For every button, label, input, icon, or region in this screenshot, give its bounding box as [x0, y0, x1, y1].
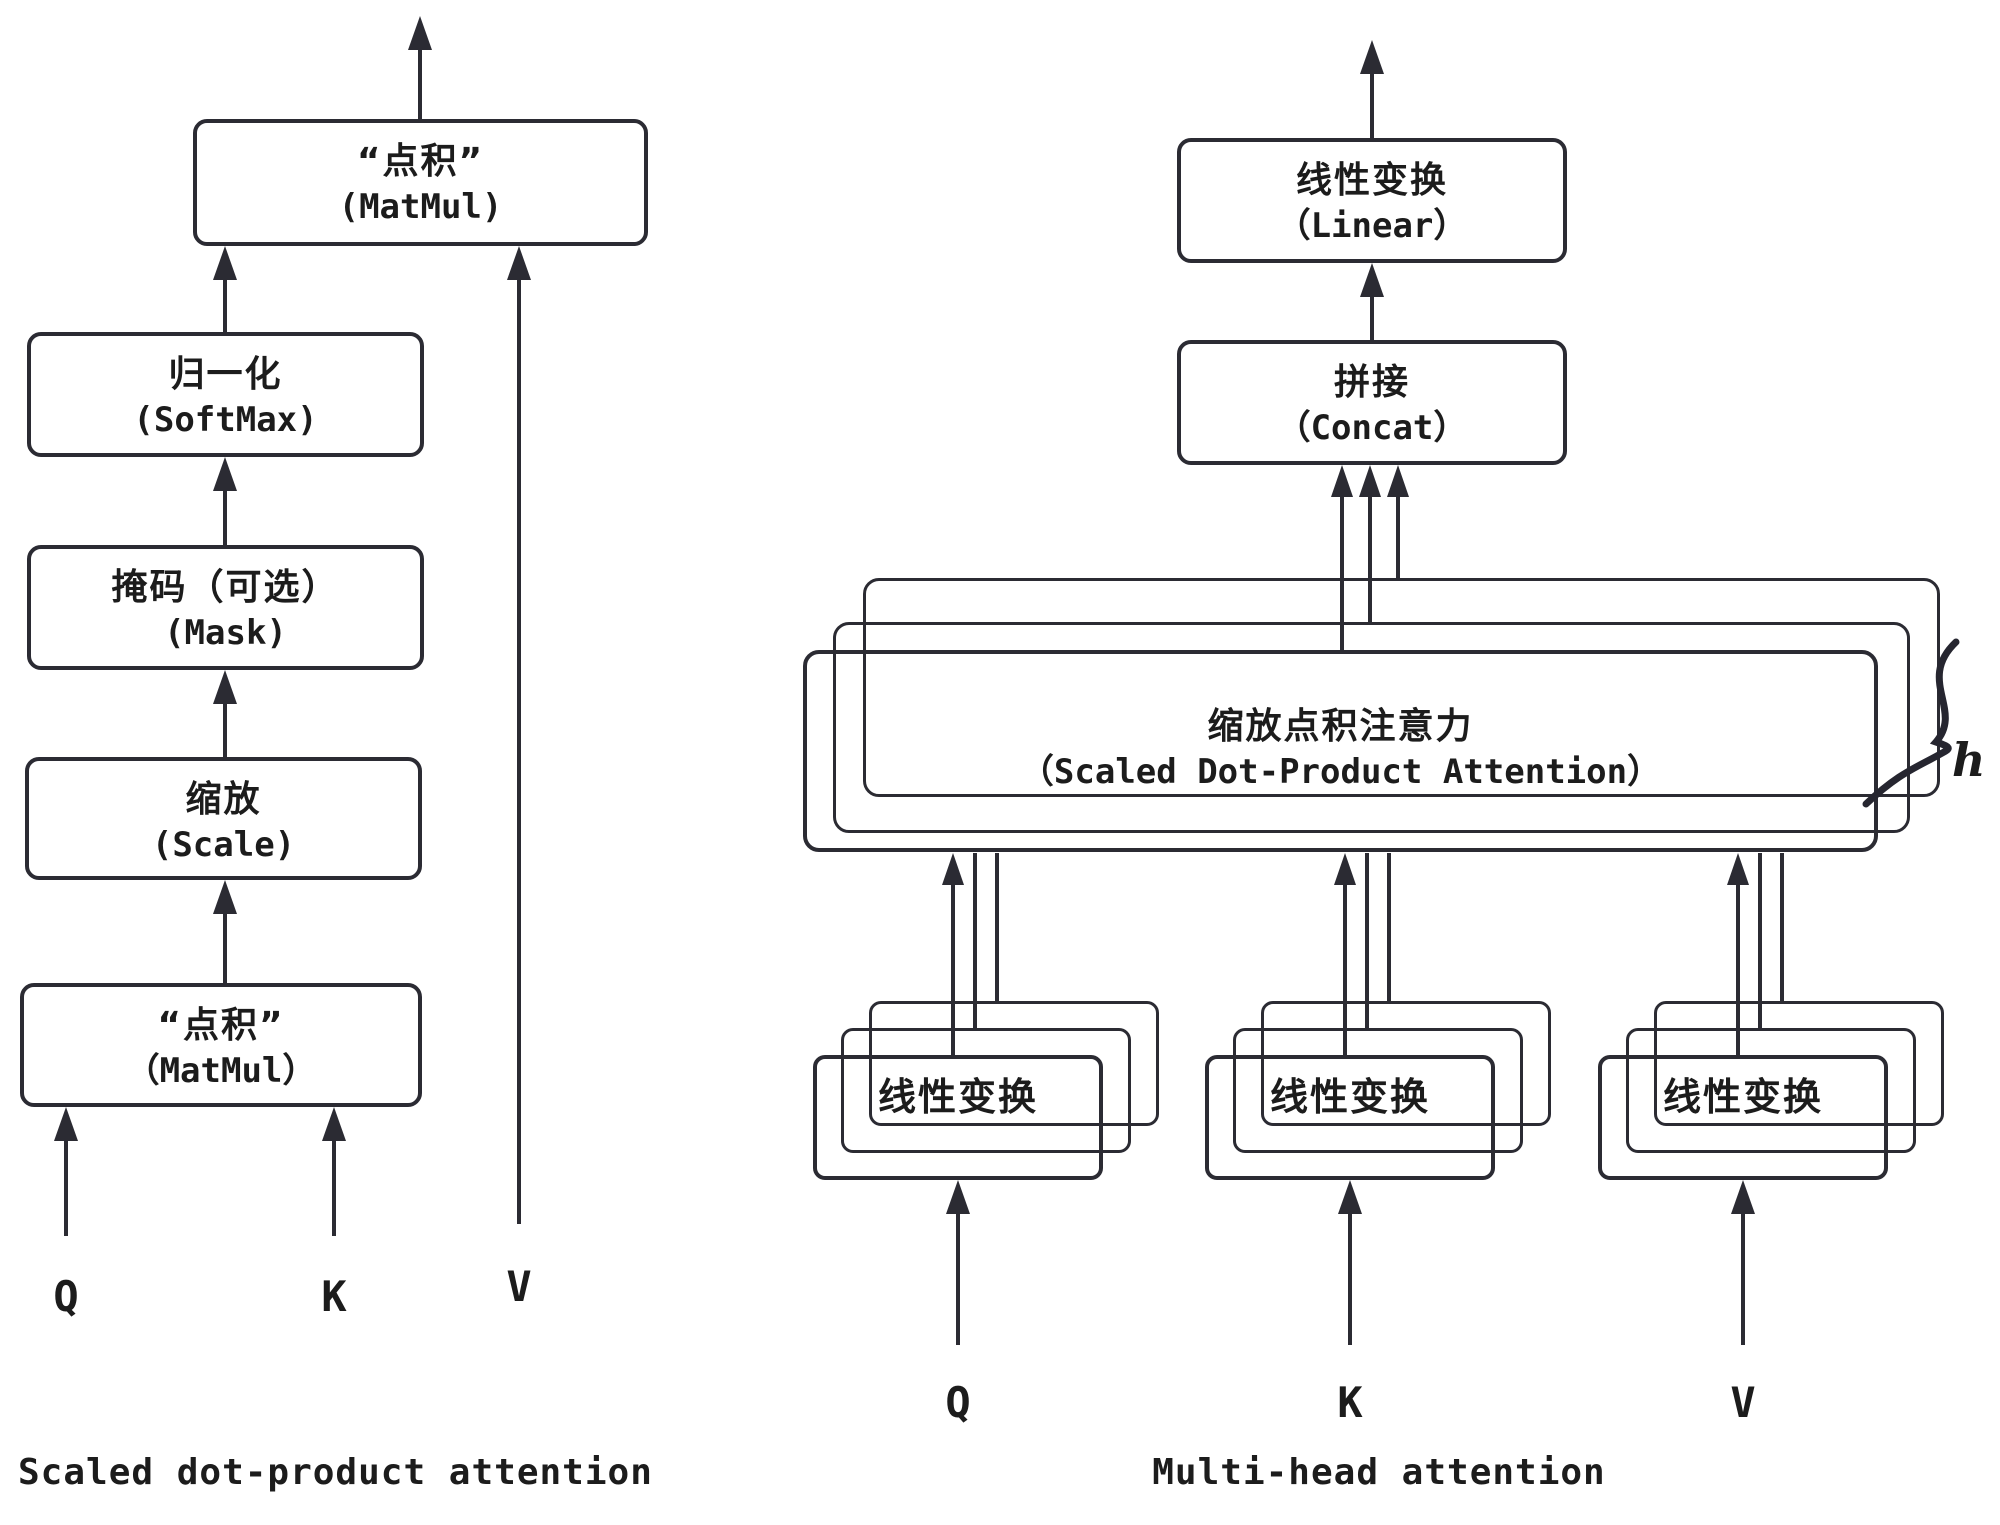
right-concat-label-en: （Concat）: [1276, 408, 1468, 448]
right-q-input-arrow: [946, 1180, 970, 1345]
left-k-input-arrow: [322, 1107, 346, 1236]
linear-q-middle-box: [841, 1028, 1131, 1153]
attention-label-cn: 缩放点积注意力: [1207, 706, 1474, 747]
linear-v-back-box: [1654, 1001, 1944, 1126]
head-count-label: h: [1952, 733, 1986, 787]
left-scale-to-mask-arrow: [213, 670, 237, 757]
left-diagram-caption: Scaled dot-product attention: [18, 1452, 653, 1493]
right-linear-out-label-cn: 线性变换: [1295, 160, 1448, 201]
linear-k-label: 线性变换: [1269, 1075, 1430, 1119]
left-v-input-arrow: [507, 246, 531, 1224]
left-scale-label-cn: 缩放: [185, 779, 262, 820]
right-linear-out-label-en: （Linear）: [1276, 206, 1468, 246]
linear-q-front-box: 线性变换: [813, 1055, 1103, 1180]
linear-v-front-box: 线性变换: [1598, 1055, 1888, 1180]
right-k-input-arrow: [1338, 1180, 1362, 1345]
left-mask-label-en: (Mask): [164, 613, 287, 653]
linear-q-back-box: [869, 1001, 1159, 1126]
right-concat-label-cn: 拼接: [1333, 362, 1410, 403]
right-concat-box: 拼接 （Concat）: [1177, 340, 1567, 465]
left-matmul-bottom-label-cn: “点积”: [157, 1005, 285, 1046]
attention-stack-front-box: 缩放点积注意力 （Scaled Dot-Product Attention）: [803, 650, 1878, 852]
left-softmax-label-cn: 归一化: [168, 354, 283, 395]
right-k-label: K: [1337, 1378, 1363, 1427]
linear-k-back-box: [1261, 1001, 1551, 1126]
left-q-input-arrow: [54, 1107, 78, 1236]
left-softmax-label-en: (SoftMax): [133, 400, 318, 440]
left-mask-label-cn: 掩码（可选）: [111, 567, 340, 608]
left-softmax-to-matmul-arrow: [213, 246, 237, 332]
left-matmul-top-box: “点积” (MatMul): [193, 119, 648, 246]
left-q-label: Q: [53, 1272, 79, 1321]
left-matmul-bottom-label-en: （MatMul）: [125, 1051, 317, 1091]
left-scale-label-en: (Scale): [151, 825, 296, 865]
left-matmul-top-label-en: (MatMul): [338, 187, 503, 227]
left-k-label: K: [321, 1272, 347, 1321]
linear-k-middle-box: [1233, 1028, 1523, 1153]
left-softmax-box: 归一化 (SoftMax): [27, 332, 424, 457]
left-scale-box: 缩放 (Scale): [25, 757, 422, 880]
right-linear-out-box: 线性变换 （Linear）: [1177, 138, 1567, 263]
linear-k-front-box: 线性变换: [1205, 1055, 1495, 1180]
linear-v-middle-box: [1626, 1028, 1916, 1153]
left-output-arrow: [408, 16, 432, 119]
left-matmul-to-scale-arrow: [213, 880, 237, 983]
linear-q-label: 线性变换: [877, 1075, 1038, 1119]
linear-v-label: 线性变换: [1662, 1075, 1823, 1119]
right-q-label: Q: [945, 1378, 971, 1427]
right-v-label: V: [1730, 1378, 1756, 1427]
left-v-label: V: [506, 1262, 532, 1311]
right-output-arrow: [1360, 40, 1384, 138]
attention-label-en: （Scaled Dot-Product Attention）: [1019, 752, 1662, 792]
left-mask-to-softmax-arrow: [213, 457, 237, 545]
right-concat-to-linear-arrow: [1360, 263, 1384, 340]
right-diagram-caption: Multi-head attention: [1152, 1452, 1606, 1493]
left-mask-box: 掩码（可选） (Mask): [27, 545, 424, 670]
right-v-input-arrow: [1731, 1180, 1755, 1345]
left-matmul-bottom-box: “点积” （MatMul）: [20, 983, 422, 1107]
left-matmul-top-label-cn: “点积”: [356, 141, 485, 182]
